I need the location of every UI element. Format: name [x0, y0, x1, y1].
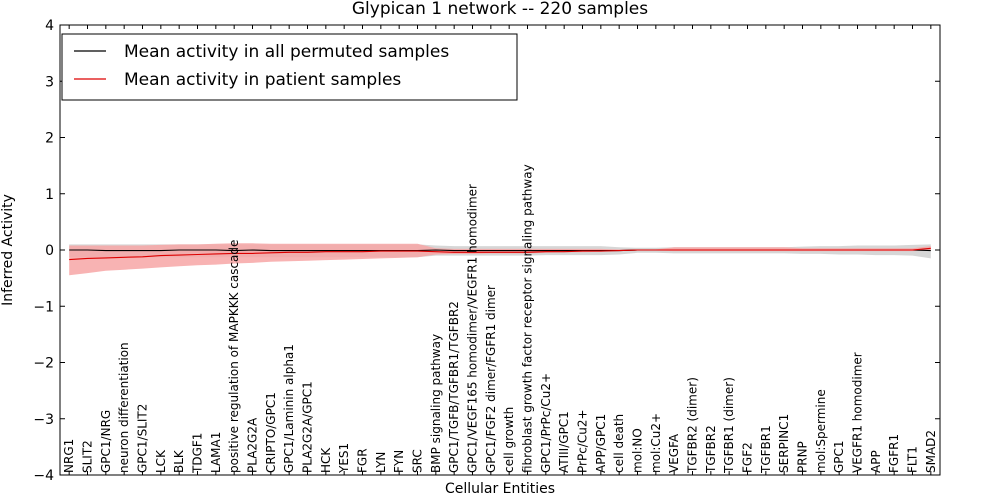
x-category-label: SLIT2 — [81, 440, 95, 473]
y-tick-label: −3 — [33, 412, 54, 428]
y-tick-label: −1 — [33, 299, 54, 315]
x-category-label: FGFR1 — [887, 434, 901, 473]
x-category-label: LCK — [154, 449, 168, 473]
line-series-1 — [69, 247, 931, 261]
y-tick-label: −4 — [33, 468, 54, 484]
x-category-label: neuron differentiation — [117, 342, 131, 473]
y-axis-ticks: −4 −3 −2 −1 0 1 2 3 4 — [33, 18, 940, 484]
x-axis-label: Cellular Entities — [445, 481, 555, 497]
x-category-label: CRIPTO/GPC1 — [264, 392, 278, 473]
legend-box — [61, 33, 518, 101]
y-tick-label: 2 — [45, 131, 54, 147]
x-category-label: PrPc/Cu2+ — [576, 409, 590, 473]
y-tick-label: 3 — [45, 74, 54, 90]
x-category-label: SRC — [411, 449, 425, 473]
x-category-label: APP/GPC1 — [594, 414, 608, 473]
x-category-label: TDGF1 — [191, 433, 205, 474]
x-category-label: GPC1/Laminin alpha1 — [282, 344, 296, 473]
x-category-label: TGFBR2 — [704, 425, 718, 474]
legend: Mean activity in all permuted samples Me… — [61, 33, 518, 101]
x-category-label: FGR — [356, 448, 370, 473]
chart-title: Glypican 1 network -- 220 samples — [352, 0, 648, 19]
x-category-label: GPC1/VEGF165 homodimer/VEGFR1 homodimer — [466, 184, 480, 473]
x-category-label: GPC1/NRG — [99, 410, 113, 473]
x-category-label: APP — [869, 450, 883, 473]
x-category-label: YES1 — [337, 443, 351, 474]
x-category-label: ATIII/GPC1 — [557, 411, 571, 473]
y-tick-label: 1 — [45, 187, 54, 203]
x-category-label: BLK — [172, 449, 186, 473]
x-category-label: mol:Spermine — [814, 389, 828, 473]
band-series-1 — [69, 243, 931, 276]
x-category-label: mol:NO — [631, 428, 645, 473]
x-category-label: BMP signaling pathway — [429, 334, 443, 473]
x-category-label: LYN — [374, 452, 388, 473]
legend-label-permuted: Mean activity in all permuted samples — [124, 42, 449, 62]
x-category-label: TGFBR1 — [759, 425, 773, 474]
x-category-label: PLA2G2A — [246, 417, 260, 473]
x-category-label: positive regulation of MAPKKK cascade — [227, 240, 241, 473]
x-category-label: FGF2 — [741, 442, 755, 473]
confidence-bands — [69, 243, 931, 276]
x-category-label: cell death — [612, 414, 626, 473]
x-category-label: SMAD2 — [924, 430, 938, 473]
x-category-label: SERPINC1 — [777, 414, 791, 473]
x-category-label: fibroblast growth factor receptor signal… — [521, 164, 535, 473]
y-tick-label: −2 — [33, 356, 54, 372]
x-category-label: GPC1/TGFB/TGFBR1/TGFBR2 — [447, 301, 461, 473]
x-category-label: LAMA1 — [209, 432, 223, 473]
x-category-label: NRG1 — [62, 439, 76, 473]
x-category-label: cell growth — [502, 407, 516, 473]
x-category-label: FLT1 — [906, 446, 920, 473]
y-axis-label: Inferred Activity — [0, 194, 16, 306]
legend-label-patient: Mean activity in patient samples — [124, 70, 401, 90]
x-category-label: VEGFA — [667, 433, 681, 473]
x-category-label: mol:Cu2+ — [649, 413, 663, 473]
x-category-label: FYN — [392, 450, 406, 473]
x-category-label: GPC1/FGF2 dimer/FGFR1 dimer — [484, 285, 498, 473]
x-category-label: TGFBR2 (dimer) — [686, 377, 700, 474]
x-category-label: GPC1/PrPc/Cu2+ — [539, 373, 553, 473]
series-lines — [69, 247, 931, 261]
x-category-label: GPC1 — [832, 440, 846, 473]
y-tick-label: 0 — [45, 243, 54, 259]
x-category-label: TGFBR1 (dimer) — [722, 377, 736, 474]
y-tick-label: 4 — [45, 18, 54, 34]
x-category-label: PLA2G2A/GPC1 — [301, 381, 315, 473]
x-category-label: PRNP — [796, 441, 810, 473]
x-category-label: VEGFR1 homodimer — [851, 352, 865, 473]
x-category-label: HCK — [319, 447, 333, 473]
x-category-label: GPC1/SLIT2 — [136, 404, 150, 473]
